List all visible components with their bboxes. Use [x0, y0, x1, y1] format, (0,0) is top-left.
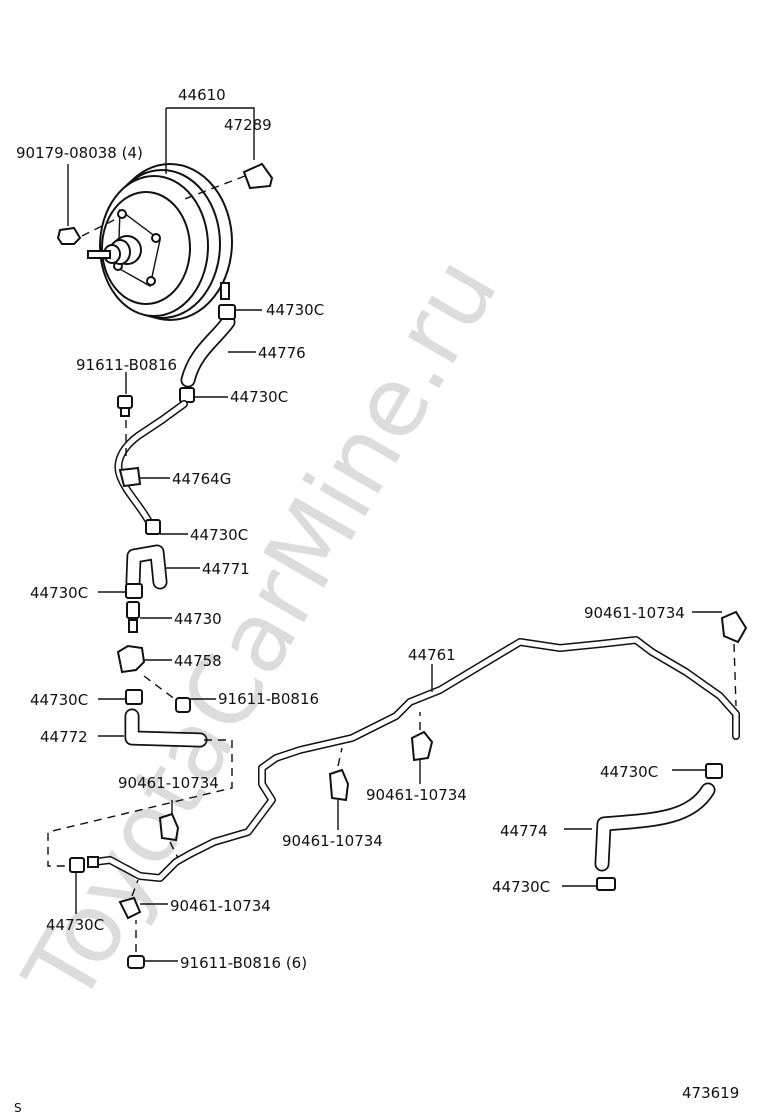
- label-hose-upper: 44776: [258, 344, 306, 362]
- pipe-long: [90, 636, 740, 882]
- clip-pipe-upper: [118, 466, 142, 488]
- clamp-left1: [125, 583, 143, 599]
- bolt-top: [117, 395, 133, 417]
- label-clamp-right: 44730C: [600, 763, 658, 781]
- clamp-right: [705, 763, 723, 779]
- label-hose-mid: 44771: [202, 560, 250, 578]
- label-clip-bottom: 90461-10734: [170, 897, 271, 915]
- label-nut: 90179-08038 (4): [16, 144, 143, 162]
- label-clip-right-top: 90461-10734: [584, 604, 685, 622]
- clamp-booster: [218, 304, 236, 320]
- clamp-bottom-left: [69, 857, 85, 873]
- bracket: [116, 644, 146, 674]
- label-clip-mid: 90461-10734: [282, 832, 383, 850]
- bolt-mid: [175, 697, 191, 713]
- pipe-end-left: [87, 856, 99, 868]
- clamp-pipe-top: [179, 387, 195, 403]
- pipe-upper: [114, 400, 188, 524]
- label-bolt-top: 91611-B0816: [76, 356, 177, 374]
- clip-bottom: [118, 896, 142, 920]
- label-bracket: 44758: [174, 652, 222, 670]
- clip-center: [410, 730, 434, 762]
- corner-mark: S: [14, 1101, 22, 1112]
- label-gasket: 47289: [224, 116, 272, 134]
- label-clamp-bottom-left: 44730C: [46, 916, 104, 934]
- diagram-id: 473619: [682, 1084, 739, 1102]
- hose-lower: [124, 708, 208, 748]
- label-booster: 44610: [178, 86, 226, 104]
- label-pipe-upper: 44764G: [172, 470, 231, 488]
- hose-mid: [125, 544, 168, 590]
- clamp-left2: [125, 689, 143, 705]
- label-hose-right: 44774: [500, 822, 548, 840]
- label-bolt-bottom: 91611-B0816 (6): [180, 954, 307, 972]
- brake-booster: [87, 163, 233, 321]
- clip-right-top: [720, 610, 748, 644]
- clip-left: [158, 812, 180, 842]
- check-valve: [126, 601, 140, 633]
- label-clamp-pipe-top: 44730C: [230, 388, 288, 406]
- label-clip-center: 90461-10734: [366, 786, 467, 804]
- label-clip-left: 90461-10734: [118, 774, 219, 792]
- label-bolt-mid: 91611-B0816: [218, 690, 319, 708]
- label-pipe-long: 44761: [408, 646, 456, 664]
- bolt-bottom: [127, 955, 145, 969]
- hose-right: [594, 782, 716, 872]
- label-clamp-left1: 44730C: [30, 584, 88, 602]
- label-check-valve: 44730: [174, 610, 222, 628]
- label-clamp-left2: 44730C: [30, 691, 88, 709]
- label-clamp-mid: 44730C: [190, 526, 248, 544]
- clamp-mid: [145, 519, 161, 535]
- label-hose-lower: 44772: [40, 728, 88, 746]
- clip-mid: [328, 768, 350, 802]
- clamp-right-bottom: [596, 877, 616, 891]
- label-clamp-right-bottom: 44730C: [492, 878, 550, 896]
- label-clamp-booster: 44730C: [266, 301, 324, 319]
- nut: [56, 226, 82, 245]
- hose-upper: [180, 314, 236, 388]
- gasket: [242, 162, 274, 190]
